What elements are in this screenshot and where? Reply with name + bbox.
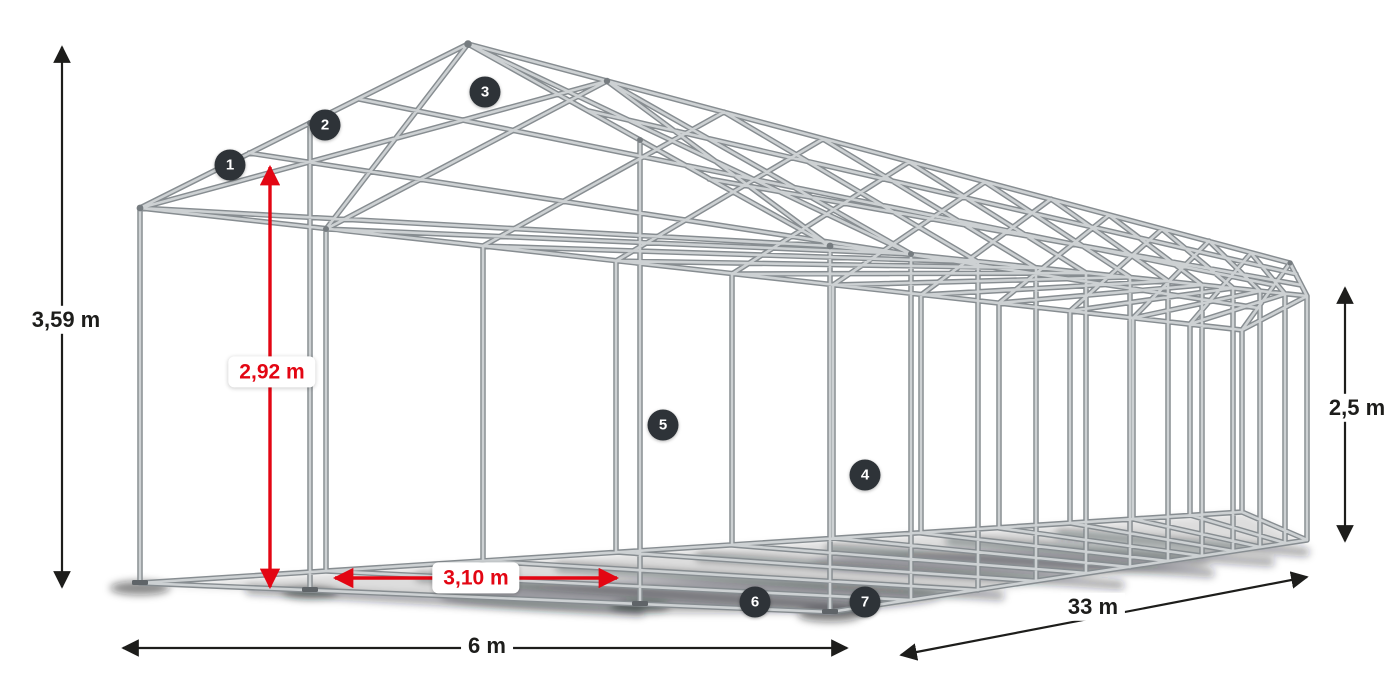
part-marker-5[interactable]: 5 [647, 409, 679, 441]
base-plates [132, 580, 838, 614]
part-marker-1[interactable]: 1 [214, 149, 246, 181]
part-marker-3[interactable]: 3 [469, 76, 501, 108]
dimension-width-label: 6 m [461, 631, 513, 661]
dimension-length-label: 33 m [1060, 592, 1126, 622]
part-marker-2[interactable]: 2 [309, 109, 341, 141]
dimension-total-height-label: 3,59 m [24, 305, 108, 335]
part-marker-4[interactable]: 4 [849, 459, 881, 491]
part-marker-6[interactable]: 6 [739, 586, 771, 618]
dimension-side-height-label: 2,5 m [1321, 393, 1393, 423]
part-marker-7[interactable]: 7 [849, 586, 881, 618]
dimension-entrance-width-label: 3,10 m [432, 562, 520, 594]
dimension-entrance-height-label: 2,92 m [228, 356, 316, 388]
tent-frame [132, 40, 1307, 614]
